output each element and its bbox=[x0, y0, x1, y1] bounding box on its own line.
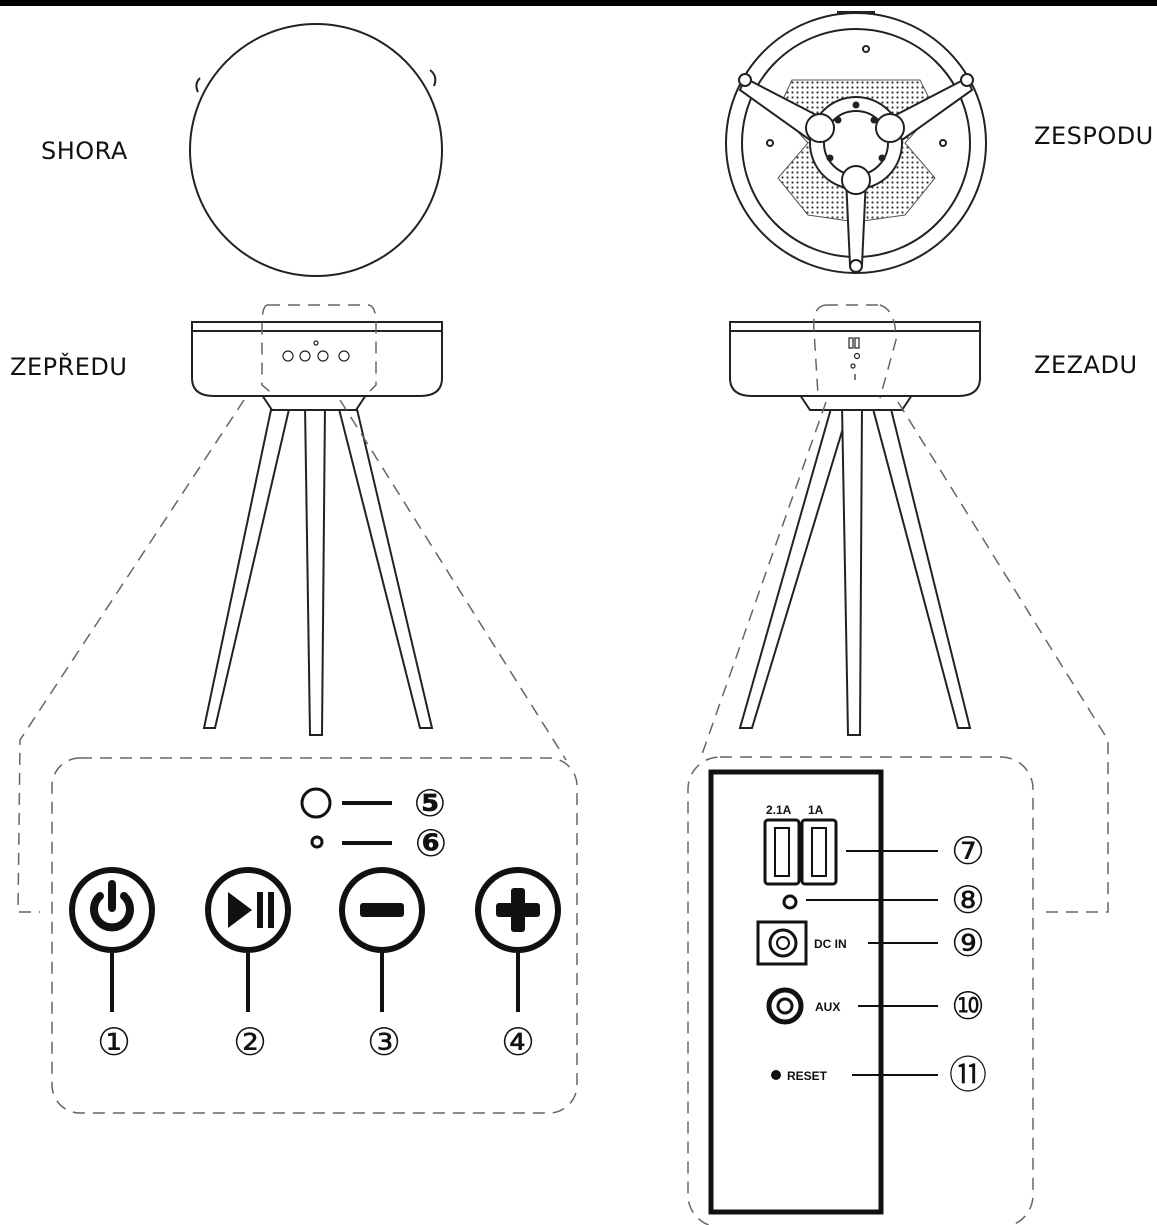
power-icon bbox=[90, 892, 134, 932]
front-panel-detail bbox=[69, 787, 561, 1012]
back-callout-outline bbox=[687, 304, 1109, 1225]
indicator-light bbox=[300, 787, 332, 819]
usb-port-1a bbox=[800, 818, 838, 886]
callout-2: ② bbox=[233, 1022, 267, 1064]
usb-label-1a: 1A bbox=[808, 803, 824, 817]
callout-9: ⑨ bbox=[951, 923, 985, 965]
volume-down-icon bbox=[360, 903, 404, 917]
play-pause-icon bbox=[228, 892, 252, 928]
callout-1: ① bbox=[97, 1022, 131, 1064]
usb-port-2-1a bbox=[763, 818, 801, 886]
callout-6: ⑥ bbox=[415, 823, 447, 865]
charging-led bbox=[782, 894, 798, 910]
top-view bbox=[189, 23, 443, 277]
volume-down-button[interactable] bbox=[339, 867, 425, 953]
usb-label-2-1a: 2.1A bbox=[766, 803, 792, 817]
callout-7: ⑦ bbox=[951, 831, 985, 873]
callout-4: ④ bbox=[501, 1022, 535, 1064]
front-view bbox=[191, 321, 443, 736]
microphone bbox=[310, 835, 324, 849]
callout-3: ③ bbox=[367, 1022, 401, 1064]
label-bottom-view: ZESPODU bbox=[1034, 122, 1154, 150]
reset-label: RESET bbox=[787, 1069, 828, 1083]
aux-port bbox=[766, 987, 804, 1025]
power-button[interactable] bbox=[69, 867, 155, 953]
label-front-view: ZEPŘEDU bbox=[10, 353, 128, 381]
label-top-view: SHORA bbox=[41, 137, 128, 165]
back-view bbox=[729, 321, 981, 736]
back-panel-detail: 2.1A 1A DC IN AUX RESET ⑦ ⑧ ⑨ ⑩ ⑪ bbox=[708, 769, 987, 1215]
dc-in-label: DC IN bbox=[814, 937, 847, 951]
callout-5: ⑤ bbox=[414, 783, 446, 825]
back-callouts: ⑦ ⑧ ⑨ ⑩ ⑪ bbox=[949, 831, 987, 1097]
callout-8: ⑧ bbox=[951, 880, 985, 922]
front-callout-outline bbox=[17, 304, 578, 1114]
volume-up-button[interactable] bbox=[475, 867, 561, 953]
callout-11: ⑪ bbox=[949, 1055, 987, 1097]
dc-in-port bbox=[756, 920, 808, 966]
label-back-view: ZEZADU bbox=[1034, 351, 1138, 379]
bottom-view bbox=[725, 11, 987, 274]
top-border bbox=[0, 0, 1157, 6]
aux-label: AUX bbox=[815, 1000, 840, 1014]
callout-10: ⑩ bbox=[951, 986, 985, 1028]
reset-button[interactable] bbox=[771, 1070, 781, 1080]
play-pause-button[interactable] bbox=[205, 867, 291, 953]
front-callouts: ① ② ③ ④ ⑤ ⑥ bbox=[97, 783, 535, 1064]
